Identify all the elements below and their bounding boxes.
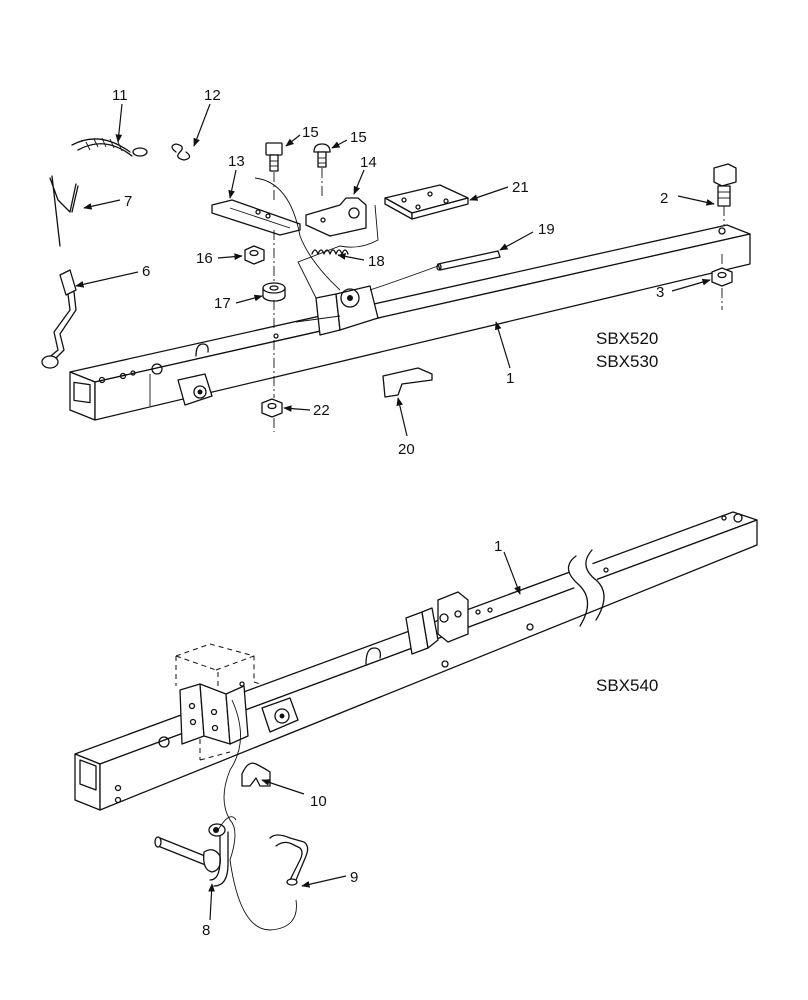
callout-1-upper: 1 xyxy=(506,370,514,387)
callout-8: 8 xyxy=(202,922,210,939)
cable-line xyxy=(254,177,341,291)
part-15-bolts xyxy=(265,142,331,172)
part-20-bracket xyxy=(382,367,433,398)
part-8-pin xyxy=(154,823,229,887)
model-label-sbx520: SBX520 xyxy=(596,329,658,348)
callout-3: 3 xyxy=(656,284,664,301)
callout-13: 13 xyxy=(228,153,245,170)
model-label-sbx540: SBX540 xyxy=(596,676,658,695)
part-13-latch xyxy=(211,199,301,236)
frame-bar-upper xyxy=(69,224,751,421)
part-9-wire xyxy=(269,834,309,886)
part-7-wire xyxy=(49,175,79,247)
part-14-bracket xyxy=(305,197,367,237)
part-17-spacer xyxy=(262,282,286,302)
callout-18: 18 xyxy=(368,253,385,270)
callout-6: 6 xyxy=(142,263,150,280)
callout-14: 14 xyxy=(360,154,377,171)
callout-15a: 15 xyxy=(302,124,319,141)
callout-20: 20 xyxy=(398,441,415,458)
upper-assembly: 11 12 15 15 13 14 21 2 7 19 16 18 6 3 17… xyxy=(41,87,751,458)
callout-22: 22 xyxy=(313,402,330,419)
model-label-sbx530: SBX530 xyxy=(596,352,658,371)
part-6-handle xyxy=(41,269,77,369)
part-19-pin xyxy=(436,250,501,271)
callout-17: 17 xyxy=(214,295,231,312)
part-12-s-hook xyxy=(171,143,191,161)
callout-9: 9 xyxy=(350,869,358,886)
part-11-lanyard xyxy=(71,137,148,157)
callout-11: 11 xyxy=(112,87,128,104)
lower-assembly: 1 10 9 8 SBX540 xyxy=(74,511,758,939)
front-mount-bracket xyxy=(179,681,249,745)
frame-bar-lower xyxy=(74,511,758,811)
part-22-nut xyxy=(261,398,283,418)
callout-7: 7 xyxy=(124,193,132,210)
callout-10: 10 xyxy=(310,793,327,810)
callout-15b: 15 xyxy=(350,129,367,146)
lower-brackets xyxy=(261,591,469,733)
part-3-nut xyxy=(711,254,733,310)
callout-1-lower: 1 xyxy=(494,538,502,555)
callout-21: 21 xyxy=(512,179,529,196)
lower-cable xyxy=(223,699,297,931)
callout-12: 12 xyxy=(204,87,221,104)
callout-2: 2 xyxy=(660,190,668,207)
part-10-clip xyxy=(241,762,271,787)
callout-19: 19 xyxy=(538,221,555,238)
part-2-bolt xyxy=(713,163,737,225)
pivot-bracket xyxy=(315,285,379,336)
part-18-spring xyxy=(311,249,349,255)
callout-16: 16 xyxy=(196,250,213,267)
part-16-nut xyxy=(244,245,265,265)
part-21-plate xyxy=(384,184,469,220)
